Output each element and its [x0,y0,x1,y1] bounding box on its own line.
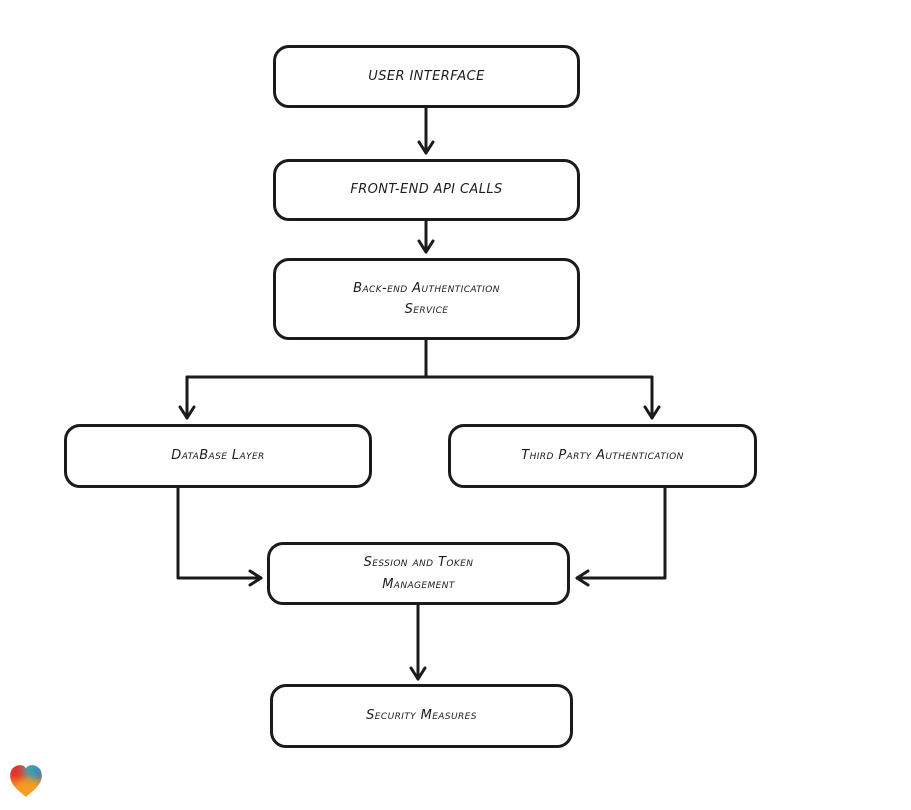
node-user-interface-label: USER INTERFACE [368,68,485,84]
node-session-and-token-management-label: Session and Token Management [363,555,474,592]
node-front-end-api-calls-label: FRONT-END API CALLS [350,182,503,198]
node-security-measures: Security Measures [270,684,573,748]
node-database-layer: DataBase Layer [64,424,372,488]
node-database-layer-label: DataBase Layer [171,448,265,464]
heart-shape [10,765,42,797]
node-third-party-authentication-label: Third Party Authentication [521,448,684,464]
node-back-end-authentication-service: Back-end Authentication Service [273,258,580,340]
node-user-interface: USER INTERFACE [273,45,580,108]
gradient-heart-logo [10,765,42,797]
edge-third-party-auth-to-session-token [575,486,667,587]
branch-connector-back-end-auth [185,338,654,379]
edge-database-layer-to-session-token [176,486,263,587]
node-front-end-api-calls: FRONT-END API CALLS [273,159,580,221]
node-security-measures-label: Security Measures [366,708,477,724]
node-back-end-authentication-service-label: Back-end Authentication Service [353,280,500,317]
node-session-and-token-management: Session and Token Management [267,542,570,605]
node-third-party-authentication: Third Party Authentication [448,424,757,488]
